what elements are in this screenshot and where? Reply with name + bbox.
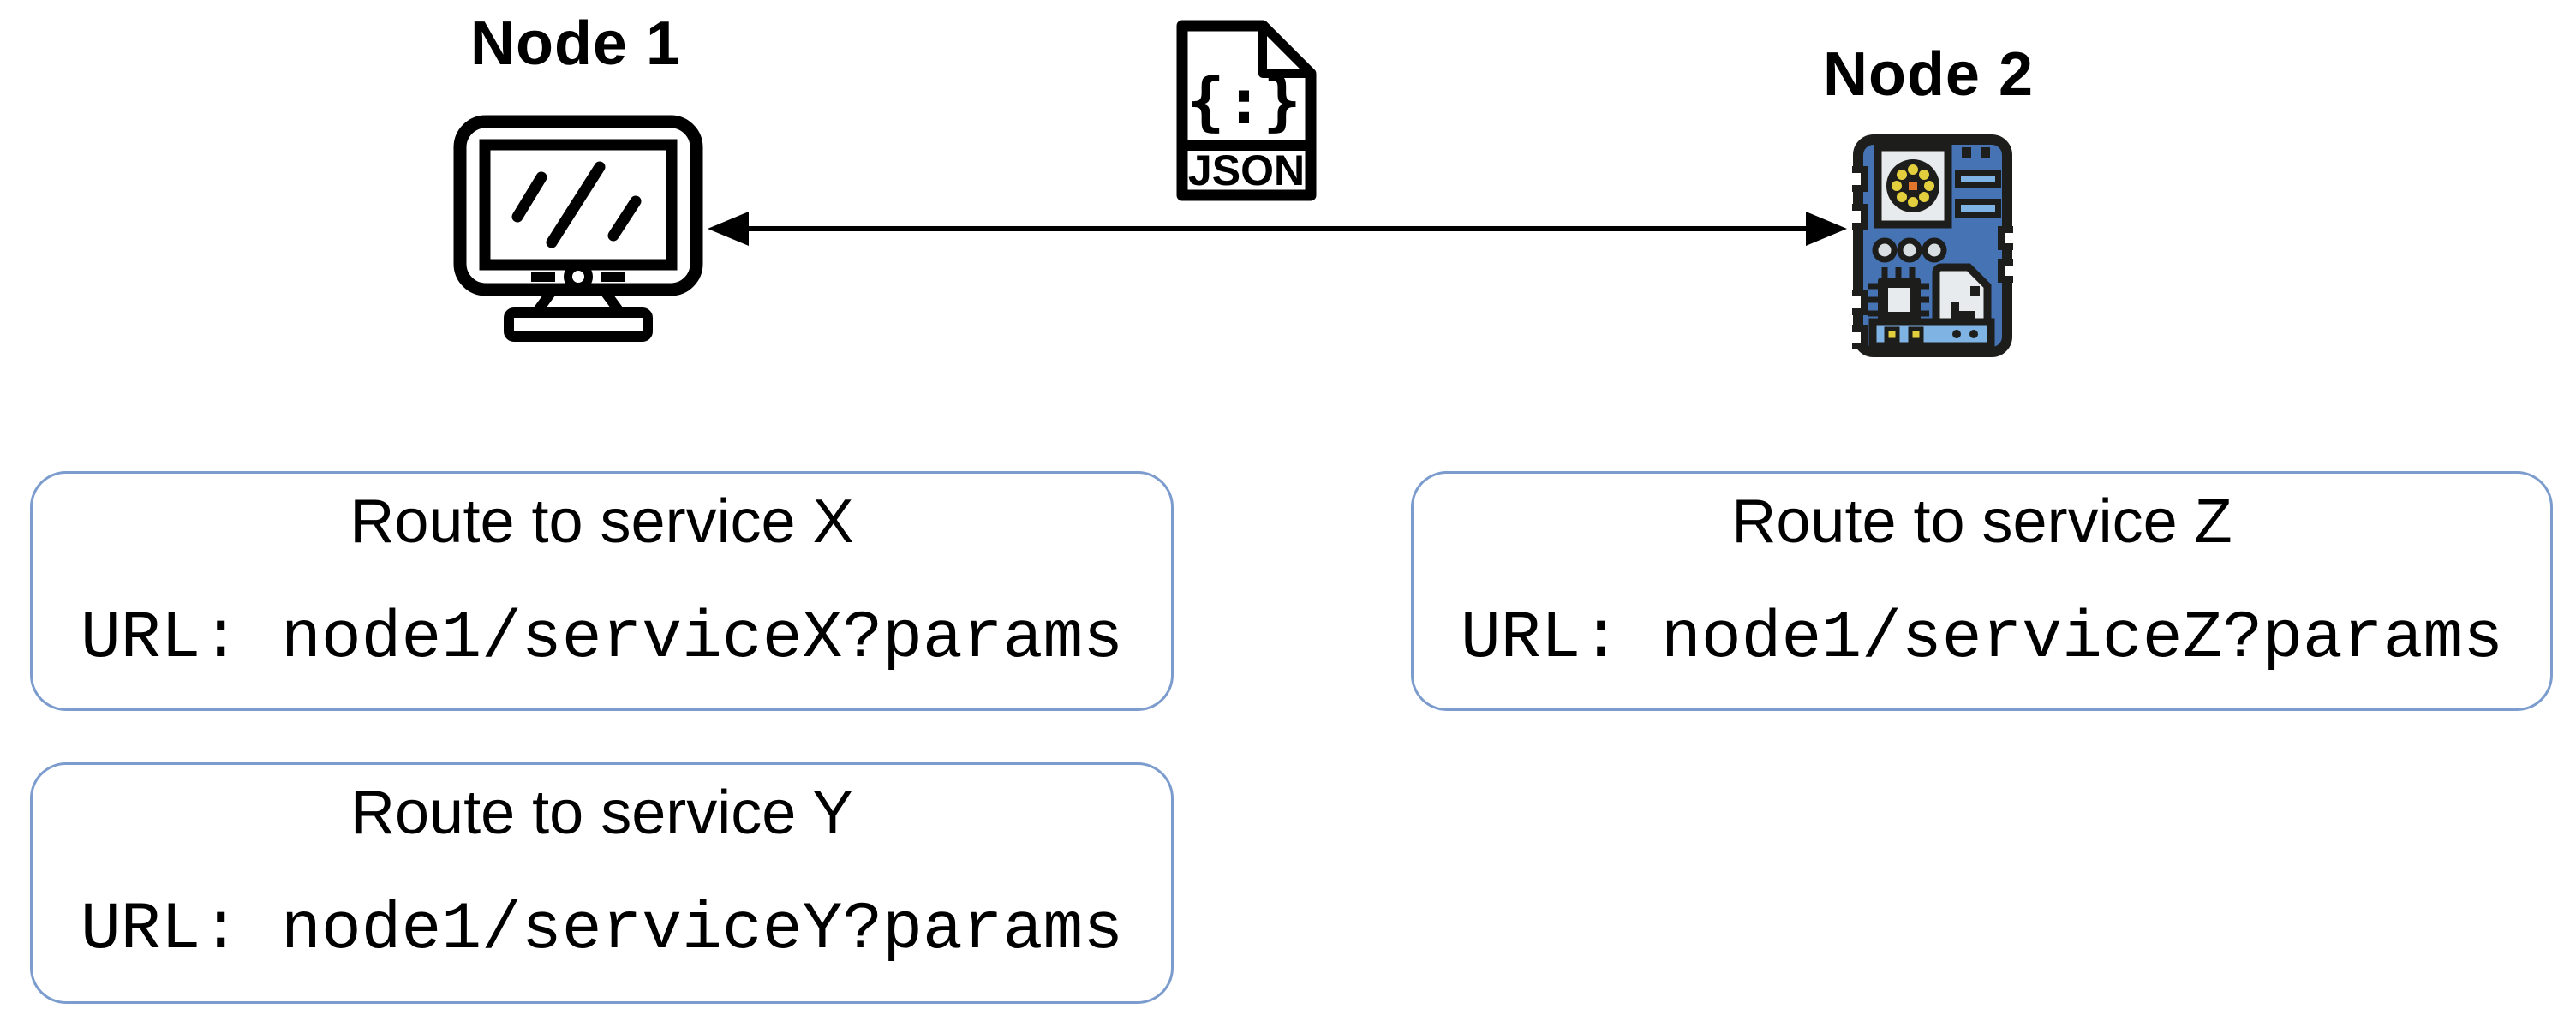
json-braces-symbol: {:} xyxy=(1186,65,1301,139)
node2-label: Node 2 xyxy=(1822,40,2035,109)
route-box-service-z: Route to service Z URL: node1/serviceZ?p… xyxy=(1411,471,2553,711)
computer-monitor-icon xyxy=(453,115,703,342)
bidirectional-arrow xyxy=(708,212,1847,246)
node1-label: Node 1 xyxy=(469,9,682,78)
route-title-x: Route to service X xyxy=(350,487,854,556)
circuit-board-icon xyxy=(1852,134,2013,357)
route-box-service-y: Route to service Y URL: node1/serviceY?p… xyxy=(30,762,1174,1004)
route-url-y: URL: node1/serviceY?params xyxy=(81,893,1123,968)
route-title-y: Route to service Y xyxy=(350,779,853,847)
route-url-z: URL: node1/serviceZ?params xyxy=(1461,601,2503,677)
json-file-label: JSON xyxy=(1188,146,1305,194)
json-file-icon: {:} JSON xyxy=(1176,20,1317,201)
route-box-service-x: Route to service X URL: node1/serviceX?p… xyxy=(30,471,1174,711)
route-title-z: Route to service Z xyxy=(1731,487,2232,556)
route-url-x: URL: node1/serviceX?params xyxy=(81,601,1123,677)
